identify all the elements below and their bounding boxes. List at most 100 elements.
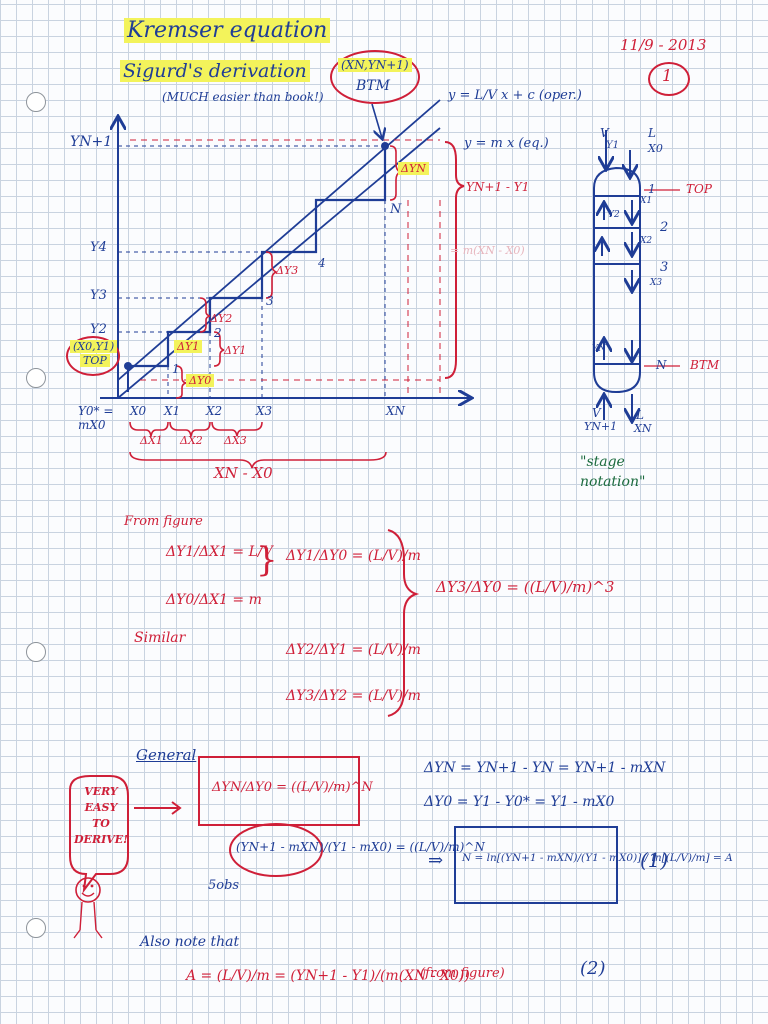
subtitle: Sigurd's derivation <box>120 60 310 82</box>
column-stage: 3 <box>660 260 669 275</box>
date: 11/9 - 2013 <box>620 36 707 54</box>
eq-dy1-dy0: ΔY1/ΔY0 = (L/V)/m <box>286 548 421 564</box>
x-tick: X2 <box>206 404 223 418</box>
similar-label: Similar <box>134 630 186 646</box>
column-inner: Y2 <box>608 210 620 220</box>
bubble-text: VERY EASY TO DERIVE! <box>74 785 128 846</box>
also-label: Also note that <box>140 934 240 950</box>
y0-label: Y0* = mX0 <box>78 404 114 432</box>
top-point-circle <box>66 336 120 376</box>
column-v-top: V <box>600 126 609 140</box>
column-inner: X2 <box>640 236 653 246</box>
from-figure-label: From figure <box>124 514 203 529</box>
eq-dy3-dy0: ΔY3/ΔY0 = ((L/V)/m)^3 <box>436 578 615 596</box>
subtitle-note: (MUCH easier than book!) <box>162 90 324 104</box>
implies-arrow: ⇒ <box>428 850 444 871</box>
delta-x-label: ΔX1 <box>140 434 163 447</box>
a-equation: A = (L/V)/m = (YN+1 - Y1)/(m(XN - X0)) <box>186 968 470 984</box>
delta-y-label: ΔY0 <box>186 374 215 387</box>
delta-x-label: ΔX2 <box>180 434 203 447</box>
dashed-guides <box>118 145 386 398</box>
stage-number: 1 <box>172 362 180 376</box>
eq-dy0-dx1: ΔY0/ΔX1 = m <box>166 592 262 608</box>
delta-x-brackets <box>129 421 387 469</box>
column-v-top-sub: Y1 <box>606 140 619 151</box>
column-stage: 2 <box>660 220 669 235</box>
stage-number: 4 <box>318 256 326 270</box>
general-label: General <box>136 746 197 764</box>
top-point-label: (X0,Y1) <box>70 340 118 353</box>
column-stage: 1 <box>648 182 656 196</box>
page-number-circle <box>648 62 690 96</box>
equilibrium-line <box>117 127 441 399</box>
column-inner: YN <box>592 344 606 354</box>
side-bracket-label: YN+1 - Y1 <box>466 180 530 194</box>
n-formula: N = ln[(YN+1 - mXN)/(Y1 - mX0)] / ln[(L/… <box>462 852 733 864</box>
eq-dy2-dy1: ΔY2/ΔY1 = (L/V)/m <box>286 642 421 658</box>
delta-yn-eq: ΔYN = YN+1 - YN = YN+1 - mXN <box>424 760 666 776</box>
delta-x-label: ΔX3 <box>224 434 247 447</box>
bottom-bracket-label: XN - X0 <box>214 464 273 482</box>
y-tick: Y3 <box>90 288 107 303</box>
n-formula-box <box>454 826 618 904</box>
smiley-icon <box>75 877 101 903</box>
column-v-bottom-sub: YN+1 <box>584 420 618 433</box>
equilibrium-line-label: y = m x (eq.) <box>464 136 549 151</box>
sub-eq-circle <box>229 823 323 877</box>
y-axis-label: YN+1 <box>70 134 113 150</box>
eq-number-2: (2) <box>580 958 606 979</box>
binder-hole <box>26 368 46 388</box>
side-bracket <box>444 141 465 379</box>
stage-number: 3 <box>266 294 274 308</box>
binder-hole <box>26 918 46 938</box>
delta-y-label: ΔY2 <box>210 312 233 325</box>
column-top-label: TOP <box>686 182 712 196</box>
result-note: 5obs <box>208 878 240 893</box>
top-label: TOP <box>80 354 110 367</box>
x-tick: X3 <box>256 404 273 418</box>
column-inner: X3 <box>650 278 663 288</box>
from-figure-note: (from figure) <box>420 966 505 981</box>
brace: } <box>256 540 278 580</box>
y-tick: Y4 <box>90 240 107 255</box>
x-tick: X0 <box>130 404 147 418</box>
delta-y-label: ΔY3 <box>276 264 299 277</box>
delta-y-label: ΔYN <box>398 162 429 175</box>
eq-number-1: (1) <box>640 848 669 872</box>
page-title: Kremser equation <box>124 18 331 43</box>
sub-equation: (YN+1 - mXN)/(Y1 - mX0) = ((L/V)/m)^N <box>236 840 485 854</box>
binder-hole <box>26 642 46 662</box>
delta-y-label: ΔY1 <box>224 344 247 357</box>
boxed-equation: ΔYN/ΔY0 = ((L/V)/m)^N <box>212 780 373 795</box>
column-l-bottom: L <box>636 408 644 422</box>
stage-number: N <box>390 202 402 217</box>
top-point <box>124 362 132 370</box>
stage-number: 2 <box>214 326 222 340</box>
btm-label: BTM <box>356 78 390 94</box>
page-number: 1 <box>662 66 673 85</box>
column-l-bottom-sub: XN <box>634 422 652 435</box>
column-l-top-sub: X0 <box>648 142 663 155</box>
column-btm-label: BTM <box>690 358 720 372</box>
btm-point-circle <box>330 50 420 104</box>
eq-dy3-dy2: ΔY3/ΔY2 = (L/V)/m <box>286 688 421 704</box>
binder-hole <box>26 92 46 112</box>
y-tick: Y2 <box>90 322 107 337</box>
x-tick: XN <box>386 404 406 418</box>
column-l-top: L <box>648 126 656 140</box>
x-tick: X1 <box>164 404 181 418</box>
column-n-label: N <box>656 358 667 372</box>
delta-y-label: ΔY1 <box>174 340 203 353</box>
side-bracket-ghost: = m(XN - X0) <box>450 244 525 257</box>
column-caption: "stage notation" <box>580 454 646 490</box>
eq-dy1-dx1: ΔY1/ΔX1 = L/V <box>166 544 273 560</box>
column-v-bottom: V <box>592 406 601 420</box>
btm-point-label: (XN,YN+1) <box>338 58 412 72</box>
delta-y0-eq: ΔY0 = Y1 - Y0* = Y1 - mX0 <box>424 794 615 810</box>
operating-line-label: y = L/V x + c (oper.) <box>448 88 582 103</box>
